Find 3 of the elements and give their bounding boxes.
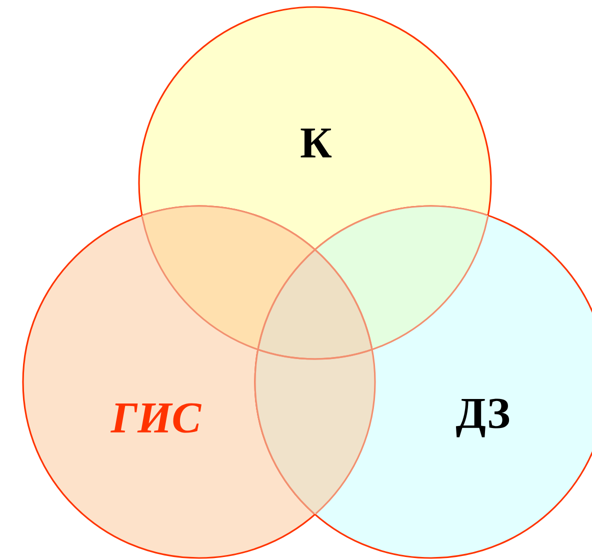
circle-label: К (300, 128, 332, 158)
circle-label: ГИС (110, 403, 202, 433)
circle-label: ДЗ (456, 398, 510, 438)
